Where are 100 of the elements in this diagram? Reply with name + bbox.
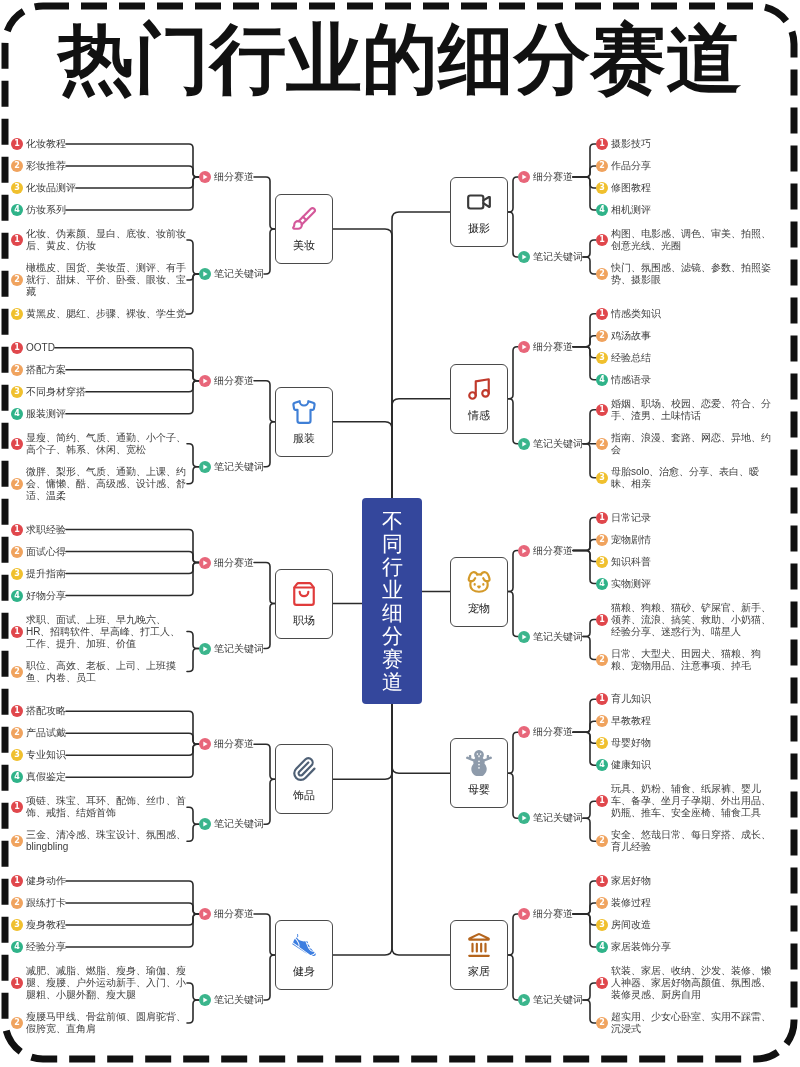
connector-line <box>507 211 519 258</box>
topic-label: 健身 <box>293 965 315 978</box>
branch-label: 细分赛道 <box>533 340 573 353</box>
item-text: 母胎solo、治愈、分享、表白、暧昧、相亲 <box>611 465 761 490</box>
branch-label: 细分赛道 <box>533 544 573 557</box>
item-text: 三金、清冷感、珠宝设计、氛围感、blingbling <box>26 829 187 854</box>
priority-number: 1 <box>11 138 23 150</box>
branch-label: 笔记关键词 <box>533 994 583 1006</box>
topic-label: 职场 <box>293 613 315 627</box>
item-text: 相机测评 <box>611 204 651 216</box>
priority-number: 4 <box>11 771 23 784</box>
topic-card <box>450 738 508 809</box>
item-text: 猫粮、狗粮、猫砂、铲屎官、新手、领养、流浪、搞笑、救助、小奶猫、经验分享、迷惑行为、喵星人 <box>611 601 772 638</box>
connector-line <box>507 731 519 775</box>
item-text: 快门、氛围感、滤镜、参数、拍照姿势、摄影眼 <box>611 262 772 286</box>
priority-number: 4 <box>11 204 23 216</box>
priority-number: 3 <box>11 308 23 320</box>
branch-label: 细分赛道 <box>214 171 254 183</box>
topic-card <box>450 177 508 247</box>
priority-number: 2 <box>11 545 23 558</box>
item-text: 专业知识 <box>26 749 66 762</box>
priority-number: 1 <box>596 511 608 524</box>
item-text: 日常记录 <box>611 511 651 524</box>
priority-number: 2 <box>596 160 608 172</box>
priority-number: 1 <box>11 705 23 718</box>
priority-number: 3 <box>596 919 608 931</box>
priority-number: 3 <box>596 737 608 750</box>
connector-line <box>65 379 200 415</box>
branch-label: 笔记关键词 <box>533 251 583 263</box>
item-text: 求职经验 <box>26 523 66 536</box>
item-text: 构图、电影感、调色、审美、拍照、创意光线、光圈 <box>611 228 772 252</box>
item-text: 化妆教程 <box>26 138 66 150</box>
item-text: 减肥、减脂、燃脂、瘦身、瑜伽、瘦腿、瘦腰、户外运动新手、入门、小腿粗、小腿外翻、瘦大腿 <box>26 965 187 1001</box>
item-text: 化妆、伪素颜、显白、底妆、妆前妆后、黄皮、仿妆 <box>26 228 187 252</box>
branch-label: 细分赛道 <box>214 908 254 920</box>
connector-line <box>65 561 200 597</box>
topic-card <box>275 194 333 264</box>
topic-card <box>450 920 508 990</box>
connector-line <box>65 732 200 746</box>
item-text: 情感类知识 <box>611 307 661 320</box>
priority-number: 3 <box>11 567 23 580</box>
item-text: 彩妆推荐 <box>26 160 66 172</box>
item-text: 不同身材穿搭 <box>26 385 86 398</box>
connector-line <box>421 590 451 593</box>
connector-line <box>186 647 200 673</box>
priority-number: 2 <box>596 1017 608 1029</box>
branch-label: 细分赛道 <box>533 726 573 739</box>
item-text: 瘦腰马甲线、骨盆前倾、圆肩驼背、假胯宽、直角肩 <box>26 1011 187 1035</box>
priority-number: 2 <box>596 835 608 848</box>
item-text: 健身动作 <box>26 875 66 887</box>
item-text: 健康知识 <box>611 759 651 772</box>
priority-number: 3 <box>596 471 608 484</box>
branch-label: 笔记关键词 <box>214 818 264 831</box>
topic-card <box>450 556 508 627</box>
priority-number: 4 <box>11 941 23 953</box>
priority-number: 4 <box>596 941 608 953</box>
topic-label: 母婴 <box>468 783 490 797</box>
branch-label: 笔记关键词 <box>533 437 583 450</box>
priority-number: 1 <box>11 523 23 536</box>
item-text: 项链、珠宝、耳环、配饰、丝巾、首饰、戒指、结婚首饰 <box>26 795 187 820</box>
central-topic-text: 不同行业细分赛道 <box>381 508 403 694</box>
item-text: 经验分享 <box>26 941 66 953</box>
connector-line <box>507 772 519 820</box>
priority-number: 1 <box>11 341 23 354</box>
item-text: 软装、家居、收纳、沙发、装修、懒人神器、家居好物高颜值、氛围感、装修灵感、厨房自用 <box>611 965 772 1001</box>
item-text: 好物分享 <box>26 589 66 602</box>
item-text: 鸡汤故事 <box>611 329 651 342</box>
priority-number: 2 <box>11 897 23 909</box>
priority-number: 1 <box>11 875 23 887</box>
priority-number: 2 <box>11 363 23 376</box>
connector-line <box>507 549 519 593</box>
priority-number: 1 <box>596 403 608 416</box>
item-text: 家居装饰分享 <box>611 941 671 953</box>
topic-card <box>275 744 333 815</box>
topic-label: 宠物 <box>468 601 490 615</box>
priority-number: 1 <box>596 307 608 320</box>
item-text: 修图教程 <box>611 182 651 194</box>
item-text: 实物测评 <box>611 577 651 590</box>
connector-line <box>572 345 597 381</box>
item-text: 提升指南 <box>26 567 66 580</box>
priority-number: 2 <box>596 653 608 666</box>
priority-number: 1 <box>596 977 608 989</box>
item-text: 家居好物 <box>611 875 651 887</box>
item-text: 黄黑皮、腮红、步骤、裸妆、学生党 <box>26 308 186 320</box>
priority-number: 1 <box>596 138 608 150</box>
central-topic <box>362 498 422 704</box>
item-text: 房间改造 <box>611 919 651 931</box>
priority-number: 1 <box>11 234 23 246</box>
connector-line <box>507 397 519 445</box>
priority-number: 2 <box>11 727 23 740</box>
priority-number: 4 <box>596 204 608 216</box>
item-text: 瘦身教程 <box>26 919 66 931</box>
priority-number: 1 <box>11 977 23 989</box>
item-text: 服装测评 <box>26 407 66 420</box>
title: 热门行业的细分赛道 <box>58 15 742 103</box>
priority-number: 3 <box>11 385 23 398</box>
priority-number: 1 <box>596 613 608 626</box>
priority-number: 4 <box>596 373 608 386</box>
branch-label: 笔记关键词 <box>214 994 264 1006</box>
priority-number: 2 <box>596 715 608 728</box>
